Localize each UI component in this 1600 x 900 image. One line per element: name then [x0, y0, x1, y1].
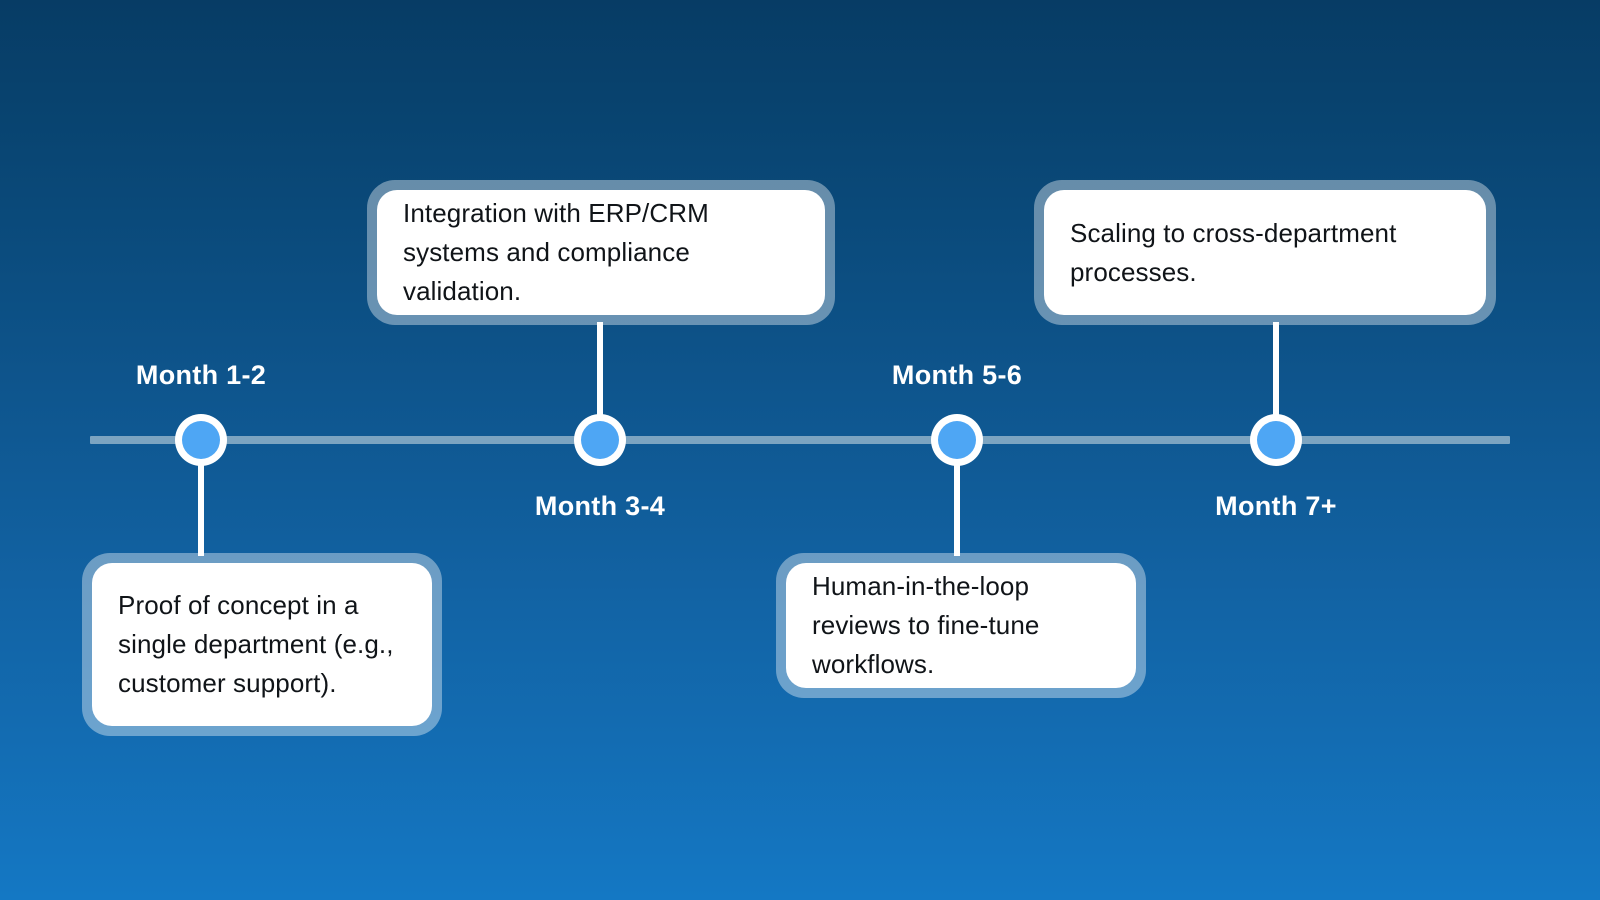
connector-m2	[597, 322, 603, 422]
timeline-node-m3[interactable]	[931, 414, 983, 466]
milestone-label-m4: Month 7+	[1215, 491, 1337, 521]
milestone-card-m2[interactable]: Integration with ERP/CRM systems and com…	[367, 180, 835, 325]
milestone-label-m1: Month 1-2	[135, 360, 267, 390]
timeline-node-m1[interactable]	[175, 414, 227, 466]
milestone-card-text-m4: Scaling to cross-department processes.	[1070, 217, 1397, 287]
milestone-card-inner-m2: Integration with ERP/CRM systems and com…	[377, 190, 825, 315]
connector-m1	[198, 458, 204, 556]
milestone-label-m2: Month 3-4	[534, 491, 666, 521]
timeline-node-m4[interactable]	[1250, 414, 1302, 466]
milestone-card-m4[interactable]: Scaling to cross-department processes.	[1034, 180, 1496, 325]
milestone-card-text-m3: Human-in-the-loop reviews to fine-tune w…	[812, 571, 1040, 679]
milestone-card-text-m1: Proof of concept in a single department …	[118, 590, 394, 698]
node-core-m4	[1257, 421, 1295, 459]
node-core-m3	[938, 421, 976, 459]
timeline-node-m2[interactable]	[574, 414, 626, 466]
milestone-card-inner-m3: Human-in-the-loop reviews to fine-tune w…	[786, 563, 1136, 688]
connector-m4	[1273, 322, 1279, 422]
node-core-m1	[182, 421, 220, 459]
milestone-card-inner-m4: Scaling to cross-department processes.	[1044, 190, 1486, 315]
milestone-card-m3[interactable]: Human-in-the-loop reviews to fine-tune w…	[776, 553, 1146, 698]
milestone-card-m1[interactable]: Proof of concept in a single department …	[82, 553, 442, 736]
connector-m3	[954, 458, 960, 556]
milestone-card-inner-m1: Proof of concept in a single department …	[92, 563, 432, 726]
milestone-label-m3: Month 5-6	[891, 360, 1023, 390]
node-core-m2	[581, 421, 619, 459]
milestone-card-text-m2: Integration with ERP/CRM systems and com…	[403, 198, 709, 306]
timeline-axis	[90, 436, 1510, 444]
